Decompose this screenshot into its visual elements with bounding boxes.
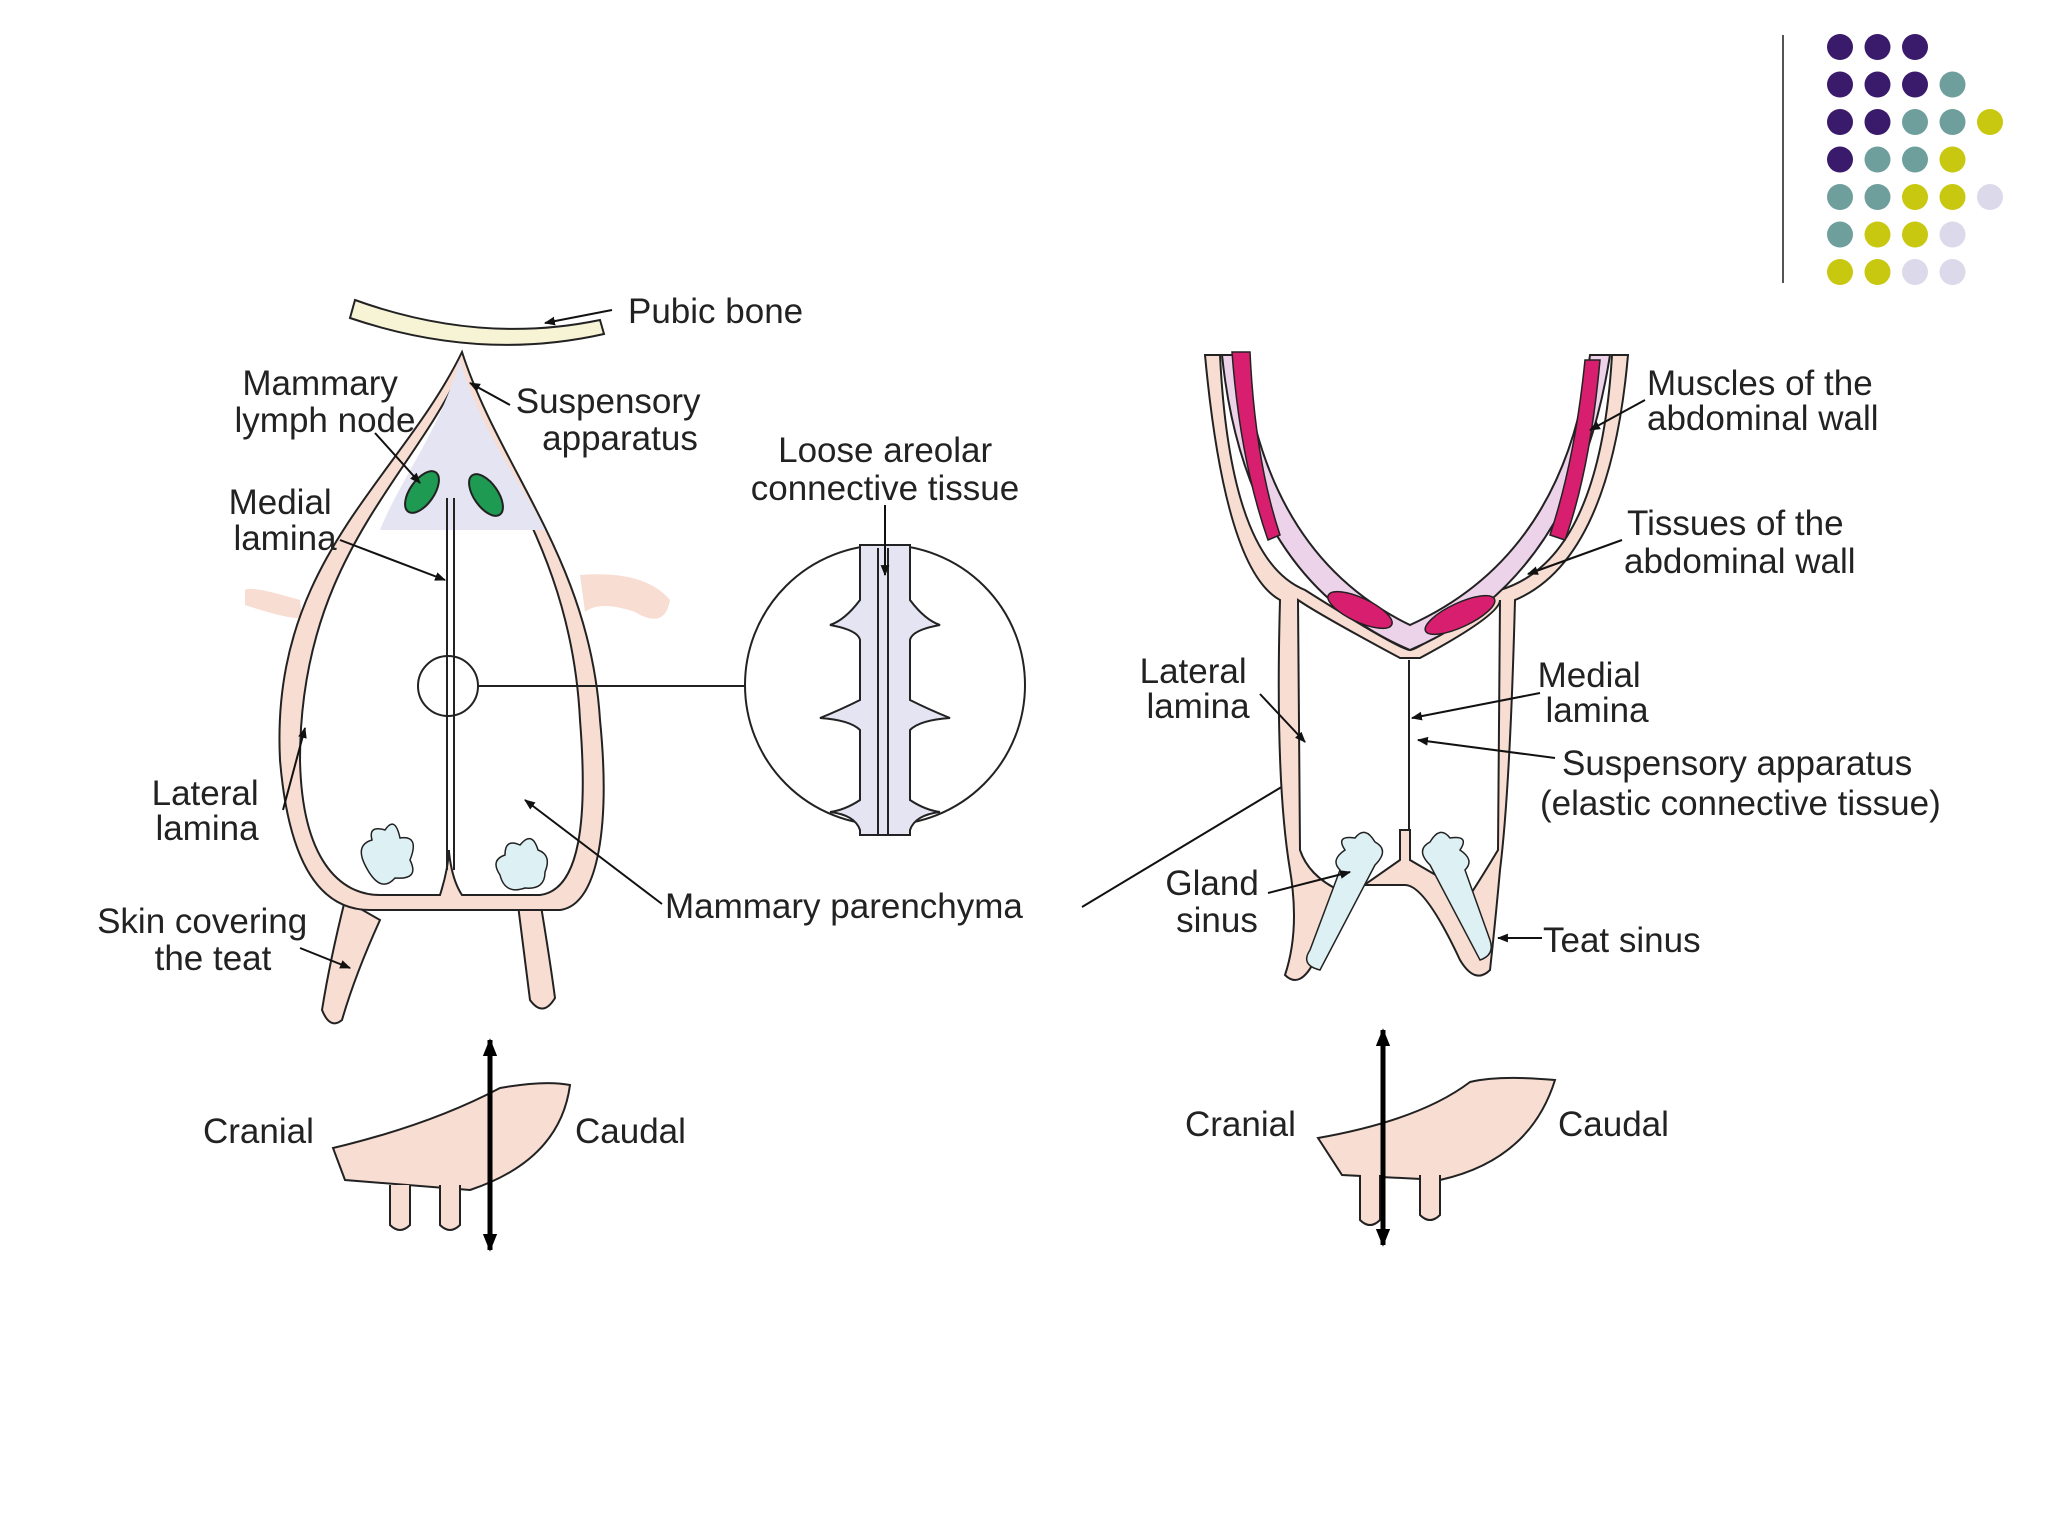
decorative-dot <box>1902 109 1928 135</box>
right-mini-udder <box>1316 1076 1557 1182</box>
muscle-right-upper <box>1549 359 1601 541</box>
decorative-dot <box>1902 146 1928 173</box>
label-pubic-bone: Pubic bone <box>628 292 803 331</box>
decorative-dot <box>1864 259 1891 285</box>
muscle-bottom-right <box>1424 594 1496 636</box>
label-mammary-lymph-node: Mammary lymph node <box>235 364 416 440</box>
label-suspensory-right: Suspensory apparatus (elastic connective… <box>1540 744 1941 823</box>
left-mini-udder <box>331 1082 572 1192</box>
label-lateral-lamina-left: Lateral lamina <box>152 774 269 848</box>
decorative-dot <box>1902 184 1928 210</box>
right-gland-sinus-left <box>1305 831 1384 971</box>
decorative-dot <box>1864 221 1891 248</box>
pubic-bone-shape <box>348 298 606 346</box>
decorative-dot <box>1864 109 1891 135</box>
decorative-dot <box>1827 71 1853 98</box>
lymph-node-left <box>404 470 440 514</box>
label-caudal-left: Caudal <box>575 1112 686 1151</box>
label-medial-lamina-right: Medial lamina <box>1538 656 1651 730</box>
decorative-dot <box>1902 71 1928 98</box>
lymph-node-right <box>468 473 504 517</box>
decorative-dot <box>1939 146 1966 173</box>
label-skin-covering: Skin covering the teat <box>97 902 317 978</box>
decorative-dot <box>1827 146 1853 173</box>
decorative-dot <box>1864 34 1891 60</box>
left-teat <box>320 898 382 1025</box>
abdominal-wall <box>1220 354 1612 652</box>
right-gland-cistern <box>495 837 549 891</box>
label-mammary-parenchyma: Mammary parenchyma <box>665 887 1023 926</box>
decorative-dot <box>1902 221 1928 248</box>
decorative-dot <box>1827 221 1853 248</box>
muscle-bottom-left <box>1327 590 1393 630</box>
label-gland-sinus: Gland sinus <box>1165 864 1268 940</box>
decorative-dot <box>1864 184 1891 210</box>
left-diagram <box>245 298 1344 1252</box>
label-caudal-right: Caudal <box>1558 1105 1669 1144</box>
decorative-dot <box>1827 184 1853 210</box>
decorative-dot <box>1977 109 2003 135</box>
decorative-dot <box>1864 71 1891 98</box>
decorative-dot-grid <box>1827 34 2003 285</box>
label-cranial-right: Cranial <box>1185 1105 1296 1144</box>
decorative-dot <box>1827 34 1853 60</box>
decorative-dot <box>1827 109 1853 135</box>
right-skin-flap <box>580 574 670 619</box>
right-diagram <box>1203 351 1646 1247</box>
label-cranial-left: Cranial <box>203 1112 314 1151</box>
decorative-dot <box>1902 34 1928 60</box>
right-gland-sinus-right <box>1421 831 1492 961</box>
decorative-dot <box>1939 109 1966 135</box>
decorative-dot <box>1827 259 1853 285</box>
left-skin-flap <box>245 588 302 619</box>
left-gland-cistern <box>360 823 415 885</box>
decorative-dot <box>1864 146 1891 173</box>
muscle-left-upper <box>1231 351 1281 541</box>
label-muscles: Muscles of the abdominal wall <box>1647 364 1882 438</box>
decorative-dot <box>1939 71 1966 98</box>
magnified-lamina <box>819 544 951 836</box>
label-tissues: Tissues of the abdominal wall <box>1624 504 1856 581</box>
label-medial-lamina-left: Medial lamina <box>229 483 342 558</box>
decorative-dot <box>1939 259 1966 285</box>
label-loose-areolar: Loose areolar connective tissue <box>751 431 1019 508</box>
label-lateral-lamina-right: Lateral lamina <box>1140 652 1257 726</box>
right-teat <box>516 898 557 1010</box>
decorative-dot <box>1939 221 1966 248</box>
decorative-dot <box>1977 184 2003 210</box>
decorative-dot <box>1902 259 1928 285</box>
label-teat-sinus: Teat sinus <box>1543 921 1701 960</box>
label-suspensory-left: Suspensory apparatus <box>516 382 711 458</box>
decorative-dot <box>1939 184 1966 210</box>
